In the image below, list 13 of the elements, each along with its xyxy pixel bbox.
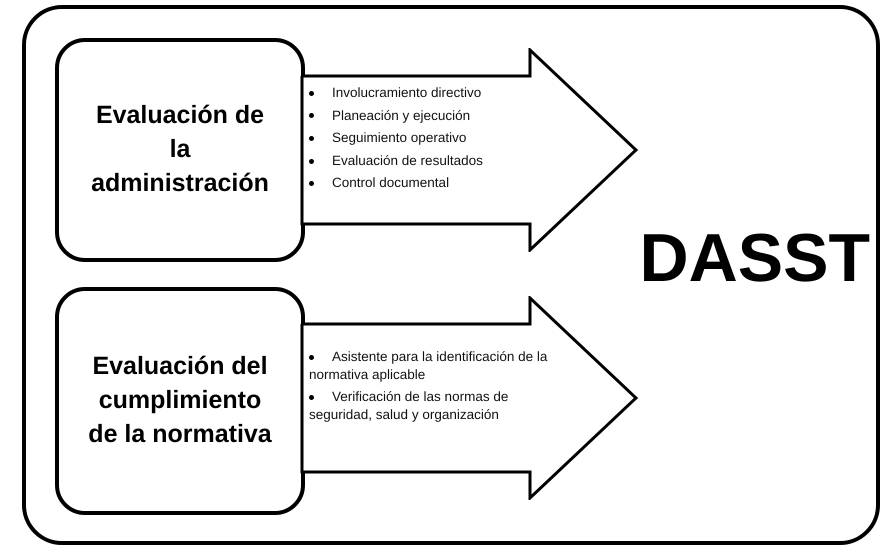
- bullet-item: Control documental: [303, 174, 543, 192]
- title-text: DASST: [640, 219, 870, 297]
- box-text: Evaluación del cumplimiento de la normativa: [87, 351, 273, 450]
- bullet-item: Evaluación de resultados: [303, 152, 543, 170]
- bullet-item: Verificación de las normas de seguridad, salud y organización: [308, 388, 510, 424]
- box-text: Evaluación de la administración: [90, 100, 270, 199]
- outer-frame: [22, 5, 880, 545]
- rounded-box: [55, 38, 305, 262]
- bullet-item: Planeación y ejecución: [303, 106, 543, 124]
- bullet-item: Asistente para la identificación de la normativa aplicable: [308, 348, 548, 384]
- bullet-item: Seguimiento operativo: [303, 129, 543, 147]
- rounded-box: [55, 287, 305, 515]
- bullet-item: Involucramiento directivo: [303, 84, 543, 102]
